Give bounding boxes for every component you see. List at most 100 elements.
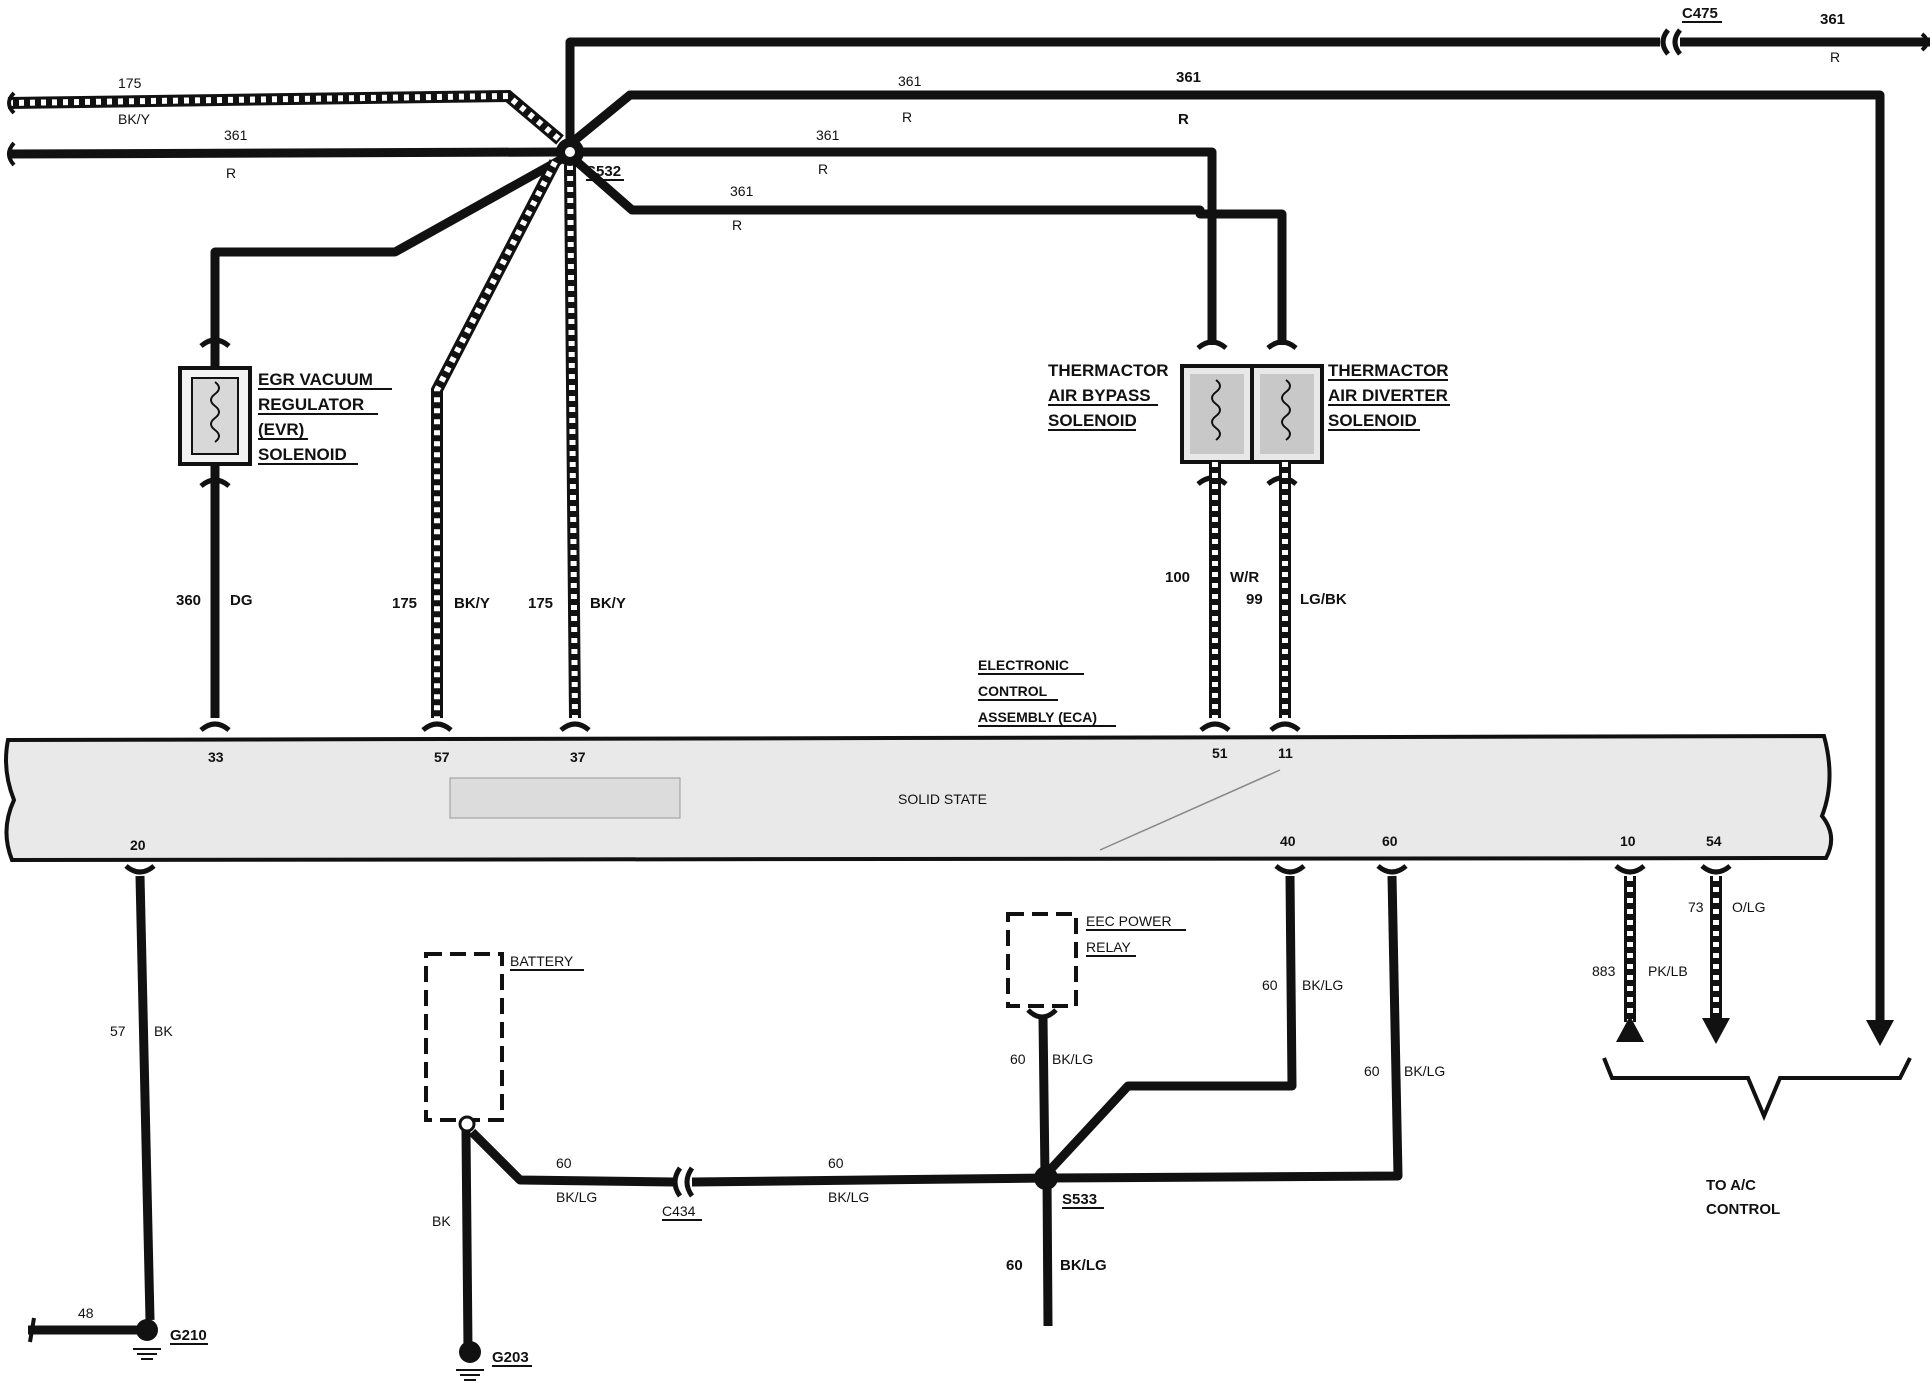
wire-label: BK/LG — [1052, 1051, 1093, 1067]
ac-control-brace — [1602, 1057, 1912, 1122]
arrow-73-ac — [1702, 1018, 1730, 1044]
svg-text:REGULATOR: REGULATOR — [258, 395, 364, 414]
eca-bottom-terminals — [124, 864, 1732, 875]
wire-label: BK/LG — [1060, 1257, 1107, 1274]
eca-pin-label: 33 — [208, 749, 224, 765]
wire-361-to-diverter — [572, 156, 1287, 345]
wire-label: 883 — [1592, 963, 1616, 979]
wire-label: BK/LG — [556, 1189, 597, 1205]
wire-label: BK/Y — [118, 111, 151, 127]
ground-g203-label: G203 — [492, 1349, 529, 1366]
air-diverter-label: THERMACTOR AIR DIVERTER SOLENOID — [1328, 361, 1450, 431]
splice-s533 — [1034, 1166, 1058, 1190]
ground-g210 — [133, 1319, 161, 1360]
wire-label: DG — [230, 592, 253, 609]
svg-text:SOLENOID: SOLENOID — [1328, 411, 1417, 430]
wire-label: 100 — [1165, 569, 1190, 586]
wire-60-pin60 — [1051, 875, 1403, 1183]
arrow-361-ac — [1866, 1020, 1894, 1046]
battery-label: BATTERY — [510, 953, 584, 971]
wire-label: 60 — [1010, 1051, 1026, 1067]
wire-label: BK — [432, 1213, 451, 1229]
wire-label: 361 — [1820, 11, 1845, 28]
svg-text:(EVR): (EVR) — [258, 420, 304, 439]
eca-pin-label: 54 — [1706, 833, 1722, 849]
battery — [424, 952, 504, 1122]
wire-175-left — [7, 89, 564, 145]
wire-label: 361 — [898, 73, 922, 89]
wire-label: 60 — [556, 1155, 572, 1171]
wire-label: BK/LG — [1302, 977, 1343, 993]
wire-label: BK/LG — [828, 1189, 869, 1205]
ground-g203 — [456, 1341, 484, 1381]
wire-label: 175 — [392, 595, 417, 612]
arrow-883-ac — [1616, 1016, 1644, 1042]
eec-relay-label: EEC POWER RELAY — [1086, 913, 1186, 957]
svg-text:EGR VACUUM: EGR VACUUM — [258, 370, 373, 389]
air-diverter-solenoid — [1250, 339, 1324, 486]
wire-label: PK/LB — [1648, 963, 1688, 979]
connector-c475-label: C475 — [1682, 5, 1718, 22]
eec-power-relay — [1006, 912, 1078, 1008]
eca-pin-label: 40 — [1280, 833, 1296, 849]
wire-label: R — [902, 109, 912, 125]
wire-label: BK — [154, 1023, 173, 1039]
wire-175-pin57 — [431, 159, 561, 718]
splice-s532-label: S532 — [586, 163, 621, 180]
eca-pin-label: 37 — [570, 749, 586, 765]
eca-pin-label: 20 — [130, 837, 146, 853]
svg-text:BATTERY: BATTERY — [510, 953, 574, 969]
wire-361-to-c475 — [565, 37, 1660, 150]
ac-control-label: TO A/C CONTROL — [1706, 1177, 1780, 1218]
eca-pin-label: 60 — [1382, 833, 1398, 849]
eca-pin-label: 51 — [1212, 745, 1228, 761]
svg-text:ELECTRONIC: ELECTRONIC — [978, 657, 1069, 673]
wire-label: 57 — [110, 1023, 126, 1039]
connector-c434-label: C434 — [662, 1203, 696, 1219]
wire-label: 360 — [176, 592, 201, 609]
wire-label: BK/Y — [454, 595, 490, 612]
ground-g210-label: G210 — [170, 1327, 207, 1344]
wire-label: BK/LG — [1404, 1063, 1445, 1079]
wire-label: 73 — [1688, 899, 1704, 915]
svg-text:RELAY: RELAY — [1086, 939, 1132, 955]
wire-label: R — [1178, 111, 1189, 128]
wire-label: W/R — [1230, 569, 1259, 586]
wire-361-left — [7, 147, 561, 159]
svg-text:SOLENOID: SOLENOID — [258, 445, 347, 464]
svg-text:TO A/C: TO A/C — [1706, 1177, 1756, 1194]
connector-c434 — [672, 1166, 695, 1198]
svg-text:AIR DIVERTER: AIR DIVERTER — [1328, 386, 1448, 405]
splice-s533-label: S533 — [1062, 1191, 1097, 1208]
svg-text:SOLENOID: SOLENOID — [1048, 411, 1137, 430]
eca-pin-label: 11 — [1278, 745, 1293, 761]
wire-bk-battery — [461, 1129, 473, 1351]
connector-c475 — [1660, 28, 1683, 56]
wire-60-pin40 — [1046, 875, 1297, 1174]
wire-label: 99 — [1246, 591, 1263, 608]
wire-label: 60 — [828, 1155, 844, 1171]
wire-label: LG/BK — [1300, 591, 1347, 608]
wire-label: 60 — [1364, 1063, 1380, 1079]
eca-label: ELECTRONIC CONTROL ASSEMBLY (ECA) — [978, 657, 1116, 727]
wire-label: 361 — [224, 127, 248, 143]
wire-label: 48 — [78, 1305, 94, 1321]
wire-60-battery — [468, 1128, 675, 1187]
wire-label: 175 — [118, 75, 142, 91]
wire-361-to-ac — [572, 90, 1885, 1020]
svg-text:AIR BYPASS: AIR BYPASS — [1048, 386, 1151, 405]
wire-label: 175 — [528, 595, 553, 612]
wire-label: R — [226, 165, 236, 181]
svg-text:CONTROL: CONTROL — [1706, 1201, 1780, 1218]
wire-label: 60 — [1006, 1257, 1023, 1274]
air-bypass-label: THERMACTOR AIR BYPASS SOLENOID — [1048, 361, 1169, 431]
egr-solenoid-label: EGR VACUUM REGULATOR (EVR) SOLENOID — [258, 370, 392, 465]
eca-module — [4, 733, 1834, 863]
wire-57-bk — [135, 875, 155, 1321]
wire-label: 60 — [1262, 977, 1278, 993]
svg-text:CONTROL: CONTROL — [978, 683, 1048, 699]
wire-label: 361 — [730, 183, 754, 199]
wire-label: R — [818, 161, 828, 177]
wire-label: 361 — [1176, 69, 1201, 86]
wire-60-c434 — [691, 1173, 1046, 1187]
